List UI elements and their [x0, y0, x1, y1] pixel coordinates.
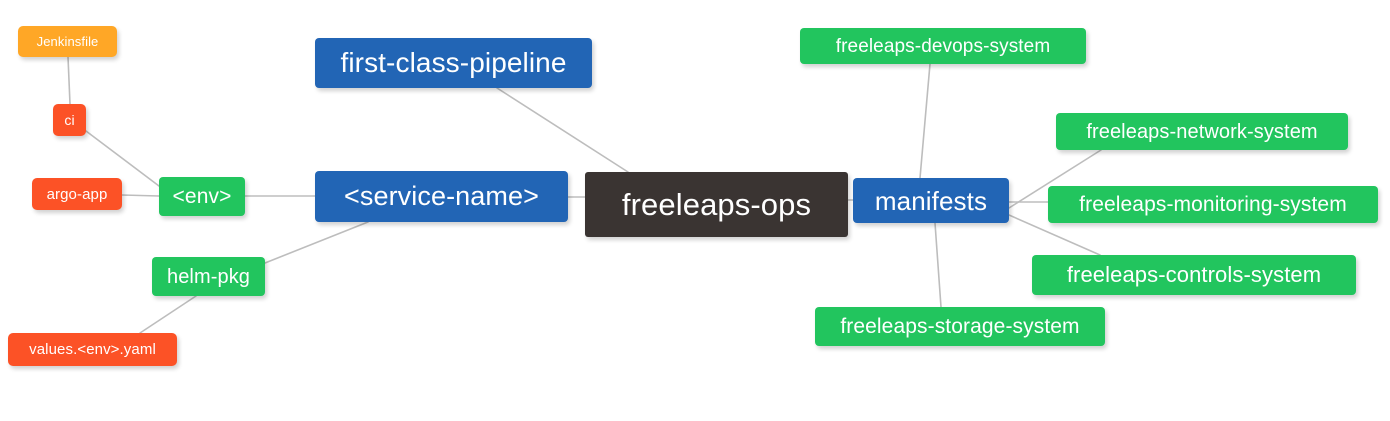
- mindmap-node-root[interactable]: freeleaps-ops: [585, 172, 848, 237]
- mindmap-node-argo-app[interactable]: argo-app: [32, 178, 122, 210]
- mindmap-node-label: manifests: [874, 185, 988, 216]
- mindmap-node-label: ci: [64, 112, 75, 128]
- mindmap-node-monitor-sys[interactable]: freeleaps-monitoring-system: [1048, 186, 1378, 223]
- mindmap-node-label: freeleaps-controls-system: [1066, 262, 1322, 287]
- mindmap-node-pipeline[interactable]: first-class-pipeline: [315, 38, 592, 88]
- edge-manifests-to-devops-sys: [919, 63, 931, 179]
- mindmap-node-storage-sys[interactable]: freeleaps-storage-system: [815, 307, 1105, 346]
- edge-manifests-to-network-sys: [1008, 149, 1102, 209]
- mindmap-node-network-sys[interactable]: freeleaps-network-system: [1056, 113, 1348, 150]
- mindmap-node-helm-pkg[interactable]: helm-pkg: [152, 257, 265, 296]
- edge-manifests-to-controls-sys: [1008, 214, 1101, 256]
- edge-values-yaml-to-helm-pkg: [139, 295, 197, 334]
- edge-argo-app-to-env: [121, 194, 160, 197]
- edge-manifests-to-storage-sys: [934, 222, 942, 308]
- edge-ci-to-env: [85, 130, 160, 187]
- mindmap-node-label: freeleaps-monitoring-system: [1079, 193, 1347, 216]
- mindmap-node-values-yaml[interactable]: values.<env>.yaml: [8, 333, 177, 366]
- mindmap-node-controls-sys[interactable]: freeleaps-controls-system: [1032, 255, 1356, 295]
- mindmap-node-label: <service-name>: [344, 181, 539, 211]
- mindmap-node-manifests[interactable]: manifests: [853, 178, 1009, 223]
- mindmap-node-label: freeleaps-storage-system: [840, 315, 1080, 338]
- edge-pipeline-to-root: [496, 87, 629, 173]
- mindmap-node-label: helm-pkg: [166, 265, 251, 288]
- mindmap-node-ci[interactable]: ci: [53, 104, 86, 136]
- mindmap-node-label: Jenkinsfile: [36, 34, 99, 49]
- mindmap-node-label: <env>: [172, 185, 232, 208]
- edge-jenkinsfile-to-ci: [67, 56, 71, 105]
- mindmap-node-label: freeleaps-ops: [621, 187, 812, 222]
- mindmap-node-label: freeleaps-network-system: [1086, 120, 1318, 143]
- mindmap-node-env[interactable]: <env>: [159, 177, 245, 216]
- mindmap-node-label: values.<env>.yaml: [29, 341, 156, 358]
- mindmap-node-label: first-class-pipeline: [340, 47, 567, 78]
- mindmap-node-service-name[interactable]: <service-name>: [315, 171, 568, 222]
- mindmap-node-jenkinsfile[interactable]: Jenkinsfile: [18, 26, 117, 57]
- mindmap-node-label: argo-app: [46, 185, 108, 203]
- mindmap-node-devops-sys[interactable]: freeleaps-devops-system: [800, 28, 1086, 64]
- edge-helm-pkg-to-service-name: [264, 221, 369, 264]
- mindmap-node-label: freeleaps-devops-system: [835, 35, 1051, 57]
